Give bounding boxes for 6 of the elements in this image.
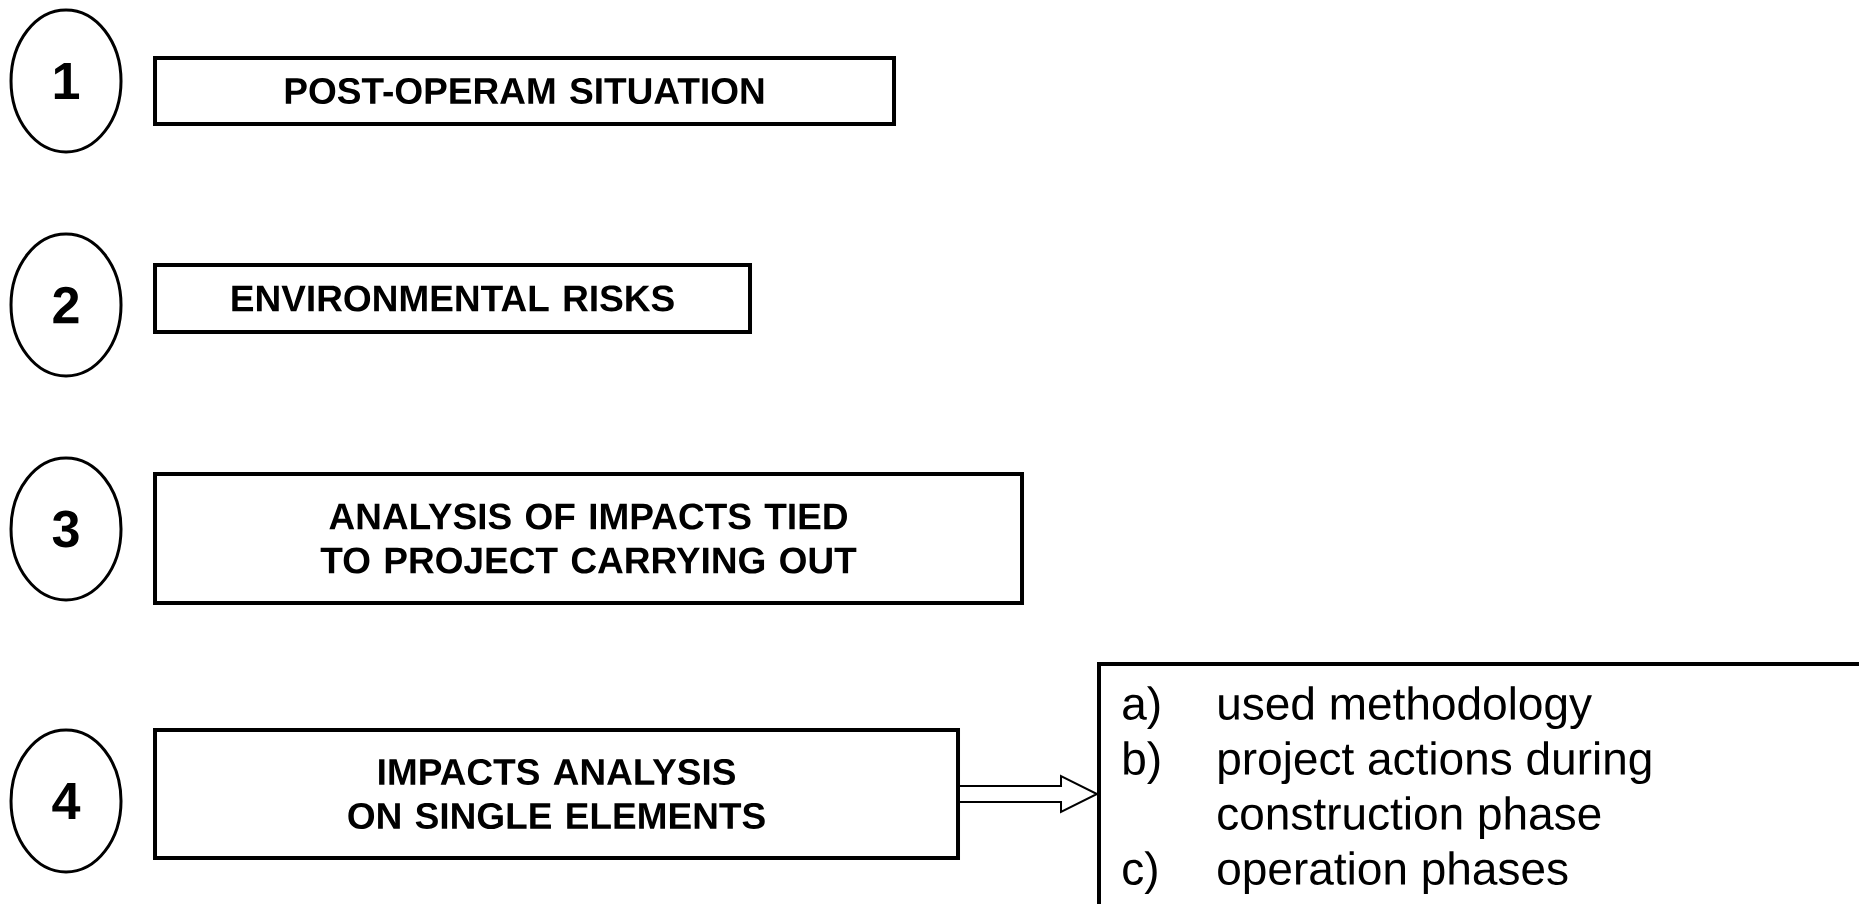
process-box: IMPACTS ANALYSIS ON SINGLE ELEMENTS — [153, 728, 960, 860]
block-arrow — [959, 774, 1100, 814]
process-box: POST-OPERAM SITUATION — [153, 56, 896, 126]
list-box: a) used methodology b) project actions during construction phase c) operation phases — [1097, 662, 1859, 904]
process-box: ANALYSIS OF IMPACTS TIED TO PROJECT CARRYING OUT — [153, 472, 1024, 605]
process-box: ENVIRONMENTAL RISKS — [153, 263, 752, 334]
